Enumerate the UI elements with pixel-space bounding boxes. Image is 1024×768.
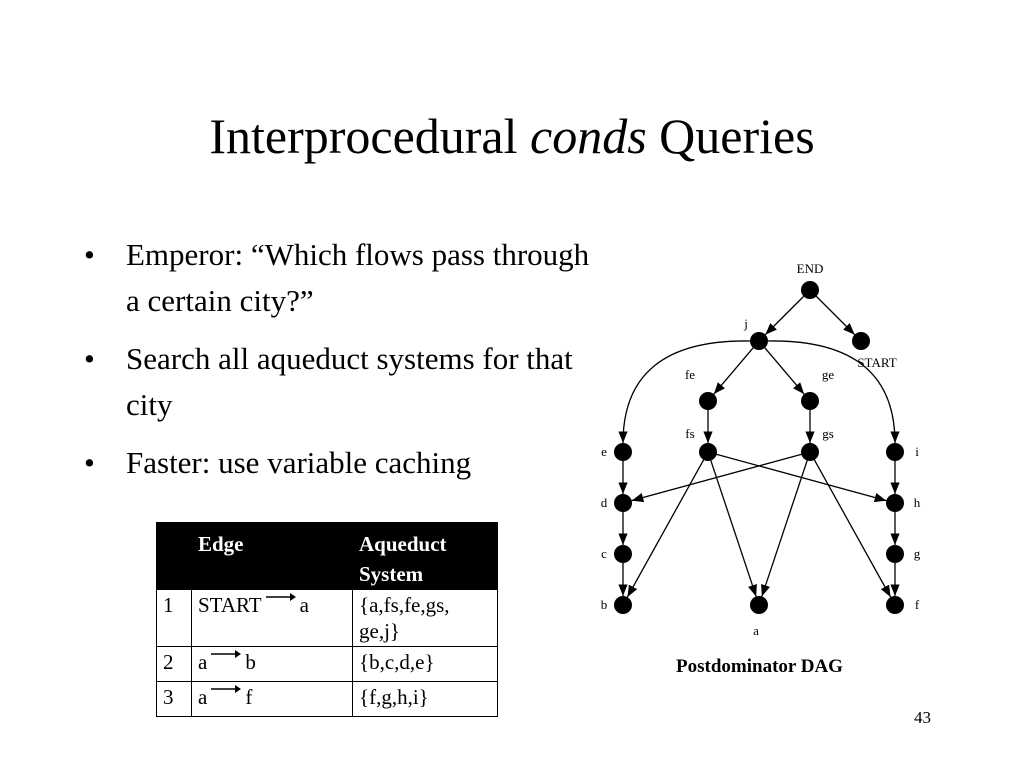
title-text-after: Queries — [646, 108, 815, 164]
title-text-italic: conds — [530, 108, 647, 164]
node-f — [886, 596, 904, 614]
slide-title: Interprocedural conds Queries — [0, 106, 1024, 166]
edge-fs-b — [626, 459, 705, 598]
node-label-i: i — [915, 444, 919, 459]
edge-gs-f — [813, 459, 892, 598]
system-cell: {f,g,h,i} — [352, 681, 498, 717]
node-gs — [801, 443, 819, 461]
header-system-cell: Aqueduct System — [352, 522, 498, 590]
node-ge — [801, 392, 819, 410]
node-fe — [699, 392, 717, 410]
node-label-END: END — [797, 261, 824, 276]
row-num: 3 — [156, 681, 192, 717]
edge-fs-a — [710, 460, 757, 597]
node-label-d: d — [601, 495, 608, 510]
edge-to: a — [299, 593, 309, 617]
edge-j-i — [767, 340, 900, 444]
node-e — [614, 443, 632, 461]
node-label-START: START — [857, 355, 896, 370]
edge-from: START — [198, 593, 262, 617]
node-h — [886, 494, 904, 512]
node-fs — [699, 443, 717, 461]
edge-from: a — [198, 650, 208, 674]
edge-to: b — [245, 650, 256, 674]
edge-END-j — [764, 295, 805, 336]
node-a — [750, 596, 768, 614]
edge-j-e — [618, 340, 751, 444]
table-row: 1 START a {a,fs,fe,gs, ge,j} — [156, 589, 498, 647]
bullet-text: Faster: use variable caching — [126, 445, 472, 480]
bullet-dot: • — [84, 341, 95, 376]
bullet-item: • Search all aqueduct systems for that ci… — [84, 336, 604, 428]
node-END — [801, 281, 819, 299]
bullet-item: • Faster: use variable caching — [84, 440, 604, 486]
edge-j-ge — [764, 347, 805, 395]
bullet-text: Search all aqueduct systems for that cit… — [126, 341, 573, 422]
node-label-fe: fe — [685, 367, 695, 382]
node-d — [614, 494, 632, 512]
bullet-dot: • — [84, 445, 95, 480]
row-num: 1 — [156, 589, 192, 647]
edge-gs-d — [631, 453, 802, 503]
node-label-f: f — [915, 597, 920, 612]
system-cell: {b,c,d,e} — [352, 646, 498, 682]
node-label-b: b — [601, 597, 608, 612]
node-c — [614, 545, 632, 563]
diagram-caption: Postdominator DAG — [676, 656, 843, 677]
header-num-cell — [156, 522, 192, 590]
node-j — [750, 332, 768, 350]
bullet-text: Emperor: “Which flows pass through a cer… — [126, 237, 590, 318]
edge-j-fe — [713, 347, 754, 395]
right-arrow-icon — [265, 582, 296, 608]
node-label-gs: gs — [822, 426, 834, 441]
title-text-before: Interprocedural — [209, 108, 530, 164]
edge-END-START — [815, 295, 856, 336]
node-START — [852, 332, 870, 350]
node-label-h: h — [914, 495, 921, 510]
node-g — [886, 545, 904, 563]
row-num: 2 — [156, 646, 192, 682]
table-header-row: Edge Aqueduct System — [156, 522, 498, 590]
node-label-e: e — [601, 444, 607, 459]
node-i — [886, 443, 904, 461]
edge-to: f — [245, 685, 253, 709]
node-label-c: c — [601, 546, 607, 561]
node-label-fs: fs — [685, 426, 694, 441]
system-cell: {a,fs,fe,gs, ge,j} — [352, 589, 498, 647]
edge-gs-a — [761, 460, 808, 597]
header-edge-cell: Edge — [191, 522, 353, 590]
right-arrow-icon — [211, 674, 242, 700]
aqueduct-table: Edge Aqueduct System 1 START a {a,fs,fe,g… — [156, 522, 498, 717]
edge-cell: START a — [191, 589, 353, 647]
bullet-list: • Emperor: “Which flows pass through a ce… — [84, 232, 604, 498]
bullet-dot: • — [84, 237, 95, 272]
node-label-ge: ge — [822, 367, 835, 382]
bullet-item: • Emperor: “Which flows pass through a ce… — [84, 232, 604, 324]
edge-from: a — [198, 685, 208, 709]
node-label-j: j — [743, 316, 748, 331]
page-number: 43 — [914, 708, 931, 727]
node-label-a: a — [753, 623, 759, 638]
right-arrow-icon — [211, 639, 242, 665]
node-b — [614, 596, 632, 614]
node-label-g: g — [914, 546, 921, 561]
postdominator-dag: END START j fe ge fs gs e d c b i h g f a — [601, 261, 921, 638]
